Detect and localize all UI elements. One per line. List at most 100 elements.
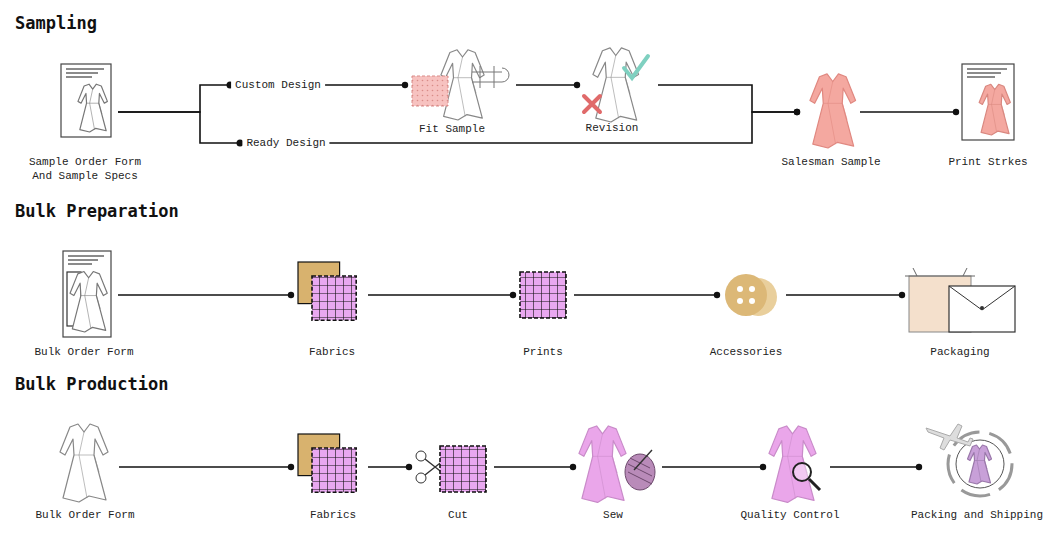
dress-figure-part <box>579 426 626 502</box>
step-icon <box>924 418 1036 500</box>
form-lines <box>967 69 1007 77</box>
dress-figure-part <box>593 434 618 499</box>
step-label: Print Strkes <box>948 155 1027 169</box>
step-label: Sew <box>603 508 623 522</box>
dress-figure <box>810 74 856 148</box>
dress-figure-part <box>975 449 988 482</box>
dress-figure-part <box>78 84 107 132</box>
dress-figure-part <box>606 56 630 119</box>
step-icon <box>55 420 113 504</box>
dress-figure-part <box>823 82 847 145</box>
step-label: Fabrics <box>310 508 356 522</box>
dress-figure-part <box>87 89 102 129</box>
thread-spool <box>625 454 655 490</box>
flow-connector <box>516 84 577 86</box>
button-hole <box>737 298 743 304</box>
process-step: Bulk Order Form <box>62 250 112 338</box>
step-label: Accessories <box>710 345 783 359</box>
dress-figure-part <box>74 432 99 498</box>
process-step: Salesman Sample <box>804 72 854 150</box>
flow-connector <box>368 466 409 468</box>
section-heading: Bulk Preparation <box>15 201 179 221</box>
form-sheet <box>962 64 1014 140</box>
step-icon <box>578 424 656 504</box>
process-step: Accessories <box>722 270 780 320</box>
flow-connector <box>860 111 956 113</box>
step-icon <box>410 48 510 120</box>
step-label: Fit Sample <box>419 122 485 136</box>
dress-figure <box>769 426 816 502</box>
thread-lines <box>628 458 652 484</box>
envelope-flap <box>949 286 1015 310</box>
check-mark <box>624 56 648 78</box>
dress-figure-part <box>454 57 477 116</box>
dress-figure <box>70 272 107 332</box>
step-icon <box>296 262 362 328</box>
dress-figure-part <box>988 90 1004 133</box>
button-hole <box>737 286 743 292</box>
print-grid <box>312 276 356 320</box>
step-label: Sample Order Form And Sample Specs <box>24 155 146 183</box>
process-step: Sew <box>578 424 656 504</box>
step-icon <box>582 46 652 124</box>
button-hole <box>749 298 755 304</box>
step-label: Cut <box>448 508 468 522</box>
envelope-seal <box>980 306 984 310</box>
form-sheet <box>61 64 111 137</box>
measuring-tape <box>472 66 509 88</box>
dress-figure-part <box>979 84 1010 135</box>
step-icon <box>518 270 568 320</box>
flow-connector <box>786 294 902 296</box>
dress-figure <box>979 84 1010 135</box>
step-label: Fabrics <box>309 345 355 359</box>
fabric-swatch <box>412 76 448 106</box>
section-heading: Bulk Production <box>15 374 169 394</box>
dress-figure-part <box>70 272 107 332</box>
airplane <box>926 424 973 450</box>
step-label: Bulk Order Form <box>34 345 133 359</box>
step-label: Revision <box>586 121 639 135</box>
flow-connector <box>830 466 919 468</box>
step-icon <box>722 270 780 320</box>
branch-label: Custom Design <box>231 78 325 92</box>
step-label: Prints <box>523 345 563 359</box>
flow-connector <box>494 466 573 468</box>
cycle-disc <box>956 440 1004 488</box>
process-step: Packaging <box>907 268 1017 334</box>
process-step: Fit Sample <box>410 48 510 120</box>
step-icon <box>768 424 824 504</box>
dress-figure-part <box>968 445 992 484</box>
flow-connector <box>662 466 763 468</box>
flow-connector <box>658 85 797 112</box>
flow-connector <box>574 294 717 296</box>
button-hole <box>749 286 755 292</box>
dress-figure <box>78 84 107 132</box>
step-icon <box>60 63 112 138</box>
pouch-string <box>905 268 975 276</box>
print-grid <box>440 446 486 492</box>
step-icon <box>62 250 112 338</box>
process-step: Cut <box>414 442 488 494</box>
step-label: Salesman Sample <box>781 155 880 169</box>
step-icon <box>907 268 1017 334</box>
dress-figure-part <box>60 424 108 502</box>
process-step: Print Strkes <box>961 63 1015 141</box>
process-step: Revision <box>582 46 652 124</box>
form-lines <box>68 256 104 264</box>
cross-mark <box>584 96 600 112</box>
needle <box>634 450 652 470</box>
magnifier-handle <box>809 479 820 490</box>
step-label: Bulk Order Form <box>35 508 134 522</box>
dress-figure <box>968 445 992 484</box>
scissors <box>416 473 426 483</box>
form-lines <box>66 69 104 77</box>
scissors <box>416 451 426 461</box>
step-icon <box>961 63 1015 141</box>
dress-figure-part <box>81 278 100 329</box>
print-grid <box>520 272 566 318</box>
form-sheet <box>63 251 111 337</box>
step-label: Packaging <box>930 345 989 359</box>
process-step: Sample Order Form And Sample Specs <box>60 63 112 138</box>
